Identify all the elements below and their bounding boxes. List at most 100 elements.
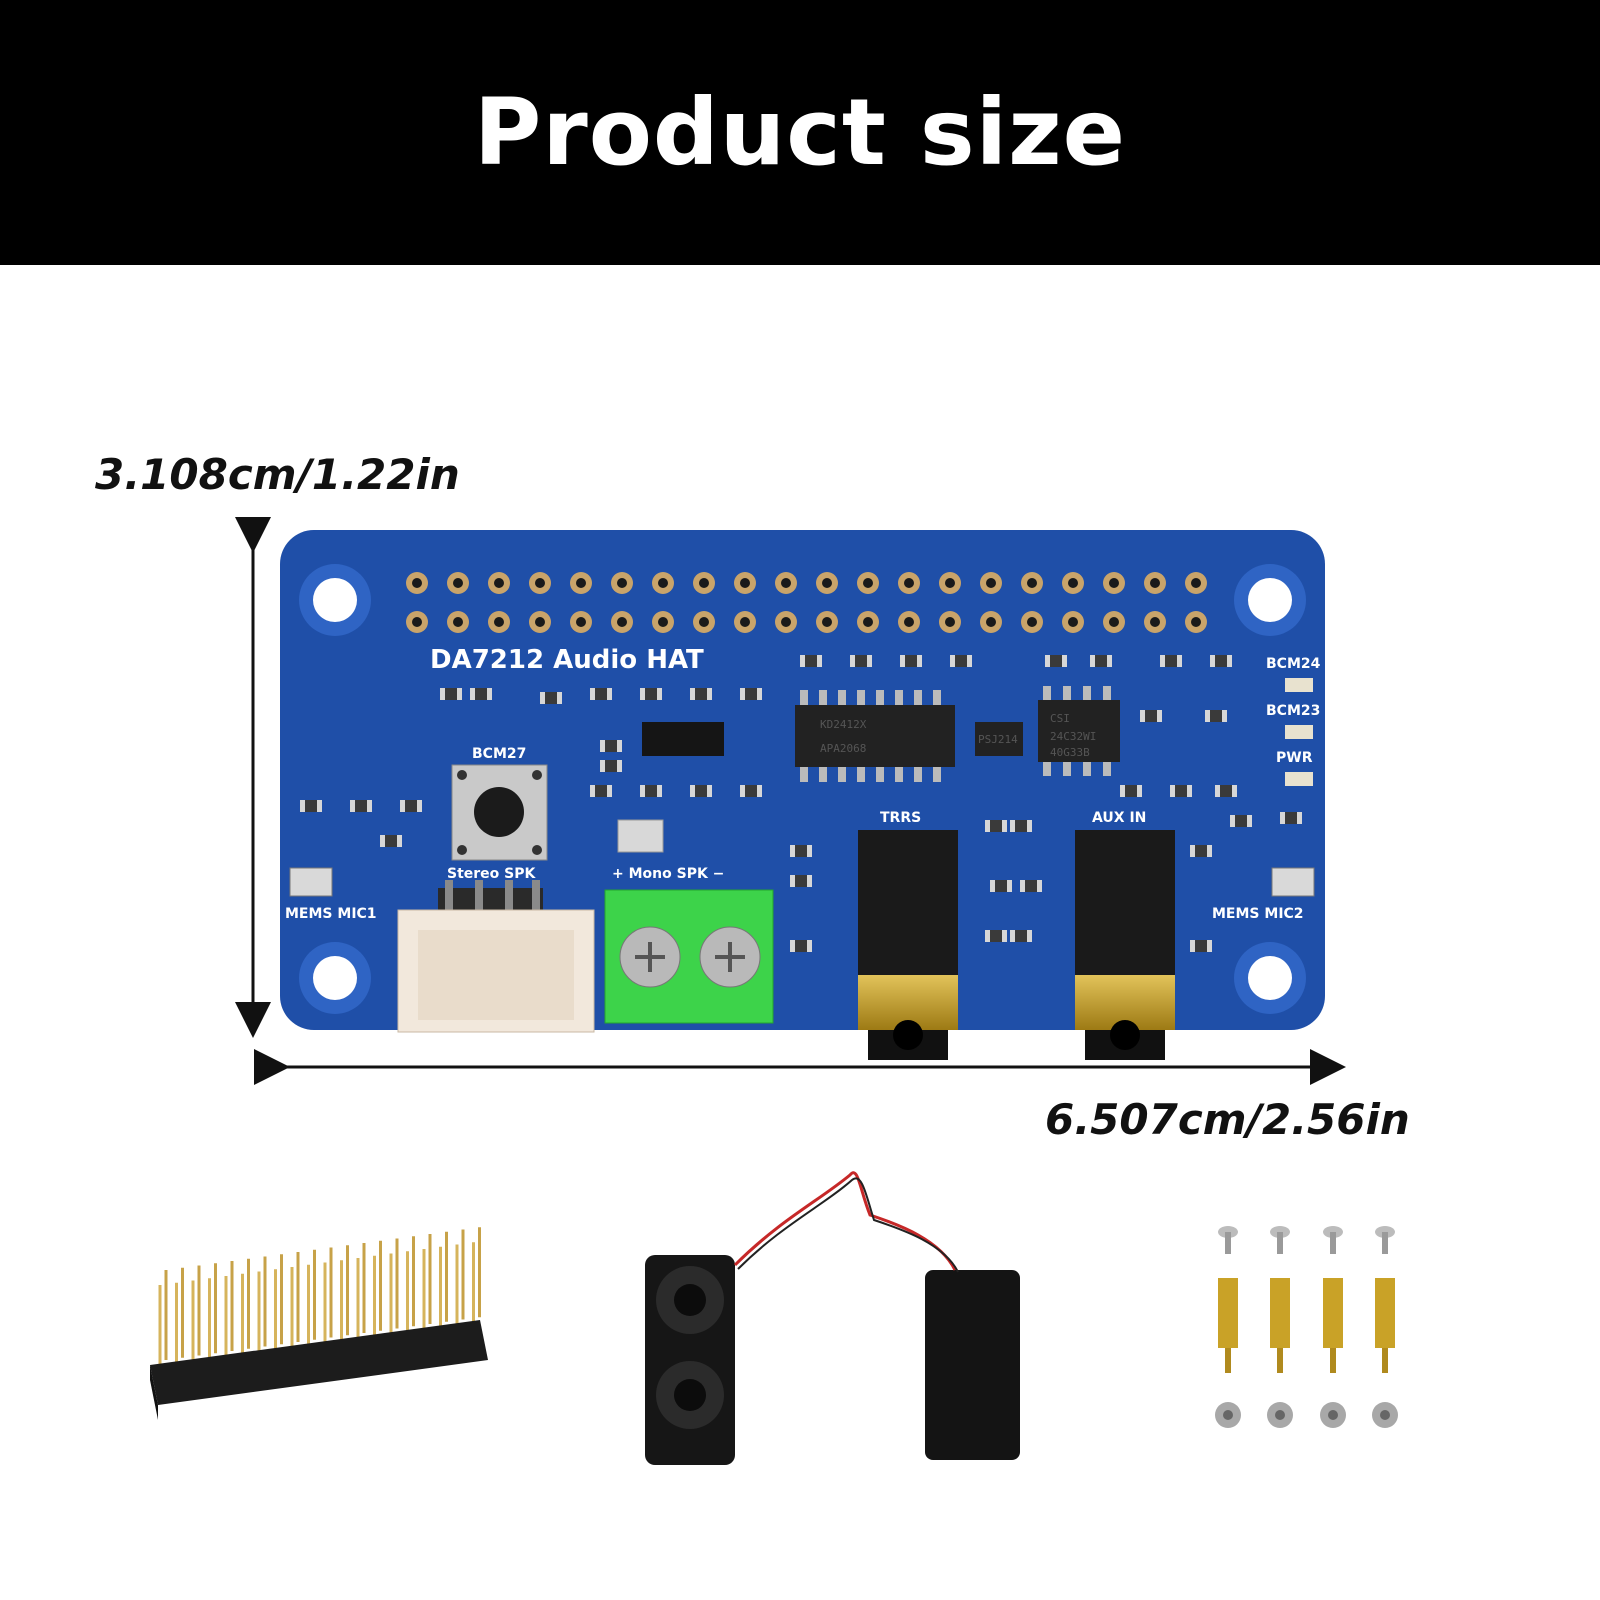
chip-pin	[1043, 686, 1051, 700]
gpio-hole	[1103, 611, 1125, 633]
gpio-hole	[816, 611, 838, 633]
smd-part	[470, 688, 492, 700]
gpio-hole	[652, 611, 674, 633]
chip-pin	[1043, 762, 1051, 776]
smd-part	[600, 740, 622, 752]
gpio-hole	[611, 611, 633, 633]
smd-part	[590, 688, 612, 700]
brass-standoff	[1375, 1278, 1395, 1373]
screw	[1218, 1226, 1238, 1254]
gpio-hole	[1062, 572, 1084, 594]
smd-part	[440, 688, 462, 700]
chip-pin	[819, 690, 827, 705]
mems-mic1-label: MEMS MIC1	[285, 906, 377, 922]
gpio-hole	[734, 572, 756, 594]
svg-text:CSI: CSI	[1050, 712, 1070, 725]
smd-part	[1280, 812, 1302, 824]
smd-part	[350, 800, 372, 812]
chip-pin	[1083, 762, 1091, 776]
gpio-hole	[488, 611, 510, 633]
chip-pin	[1103, 762, 1111, 776]
chip-pin	[819, 767, 827, 782]
chip-pin	[895, 767, 903, 782]
smd-part	[400, 800, 422, 812]
regulator-chip: PSJ214	[975, 722, 1023, 756]
chip-pin	[1103, 686, 1111, 700]
status-leds	[1285, 678, 1313, 786]
chip-pin	[933, 690, 941, 705]
gpio-hole	[570, 611, 592, 633]
aux-in-label: AUX IN	[1092, 810, 1146, 826]
gpio-hole	[939, 611, 961, 633]
crystal	[617, 819, 664, 853]
chip-pin	[895, 690, 903, 705]
smd-part	[900, 655, 922, 667]
gpio-hole	[611, 572, 633, 594]
smd-part	[540, 692, 562, 704]
gpio-hole	[816, 572, 838, 594]
smd-part	[1010, 930, 1032, 942]
gpio-hole	[1144, 611, 1166, 633]
smd-part	[1140, 710, 1162, 722]
gpio-hole	[775, 611, 797, 633]
screw	[1375, 1226, 1395, 1254]
bcm24-label: BCM24	[1266, 656, 1321, 672]
pin-header-accessory	[150, 1227, 488, 1420]
chip-pin	[1063, 686, 1071, 700]
chip-pin	[876, 690, 884, 705]
chip-pin	[857, 690, 865, 705]
smd-part	[1190, 845, 1212, 857]
gpio-hole	[529, 611, 551, 633]
height-dimension-label: 3.108cm/1.22in	[95, 450, 460, 499]
smd-part	[850, 655, 872, 667]
chip-pin	[857, 767, 865, 782]
hex-nut	[1215, 1402, 1241, 1428]
brass-standoff	[1270, 1278, 1290, 1373]
gpio-hole	[980, 611, 1002, 633]
chip-pin	[933, 767, 941, 782]
svg-text:40G33B: 40G33B	[1050, 746, 1090, 759]
header-banner: Product size	[0, 0, 1600, 265]
chip-pin	[1063, 762, 1071, 776]
mounting-holes	[299, 564, 1306, 1014]
gpio-hole	[529, 572, 551, 594]
bcm23-label: BCM23	[1266, 703, 1320, 719]
screw	[1323, 1226, 1343, 1254]
gpio-hole	[1062, 611, 1084, 633]
smd-part	[1160, 655, 1182, 667]
chip-pin	[1083, 686, 1091, 700]
gpio-hole	[775, 572, 797, 594]
mono-spk-label: + Mono SPK −	[612, 866, 724, 882]
hex-nut	[1372, 1402, 1398, 1428]
gpio-hole	[898, 611, 920, 633]
chip-pin	[800, 690, 808, 705]
smd-part	[1010, 820, 1032, 832]
gpio-hole	[898, 572, 920, 594]
smd-part	[740, 785, 762, 797]
gpio-hole	[488, 572, 510, 594]
smd-part	[1045, 655, 1067, 667]
smd-part	[1090, 655, 1112, 667]
trrs-jack	[858, 830, 958, 1060]
smd-part	[950, 655, 972, 667]
pwr-label: PWR	[1276, 750, 1313, 766]
stereo-speaker-connector	[397, 880, 595, 1033]
mems-mic1	[289, 867, 333, 897]
gpio-hole	[734, 611, 756, 633]
gpio-hole	[447, 611, 469, 633]
amplifier-chip: KD2412X APA2068	[795, 690, 955, 782]
smd-part	[1120, 785, 1142, 797]
smd-part	[640, 688, 662, 700]
smd-part	[1230, 815, 1252, 827]
gpio-hole	[406, 572, 428, 594]
mems-mic2-label: MEMS MIC2	[1212, 906, 1304, 922]
gpio-hole	[693, 572, 715, 594]
smd-part	[790, 875, 812, 887]
chip-pin	[838, 690, 846, 705]
eeprom-chip: CSI 24C32WI 40G33B	[1038, 686, 1120, 776]
svg-text:KD2412X: KD2412X	[820, 718, 867, 731]
brass-standoff	[1218, 1278, 1238, 1373]
mono-speaker-terminal	[604, 889, 774, 1024]
smd-part	[300, 800, 322, 812]
standoff-kit-accessory	[1215, 1226, 1398, 1428]
